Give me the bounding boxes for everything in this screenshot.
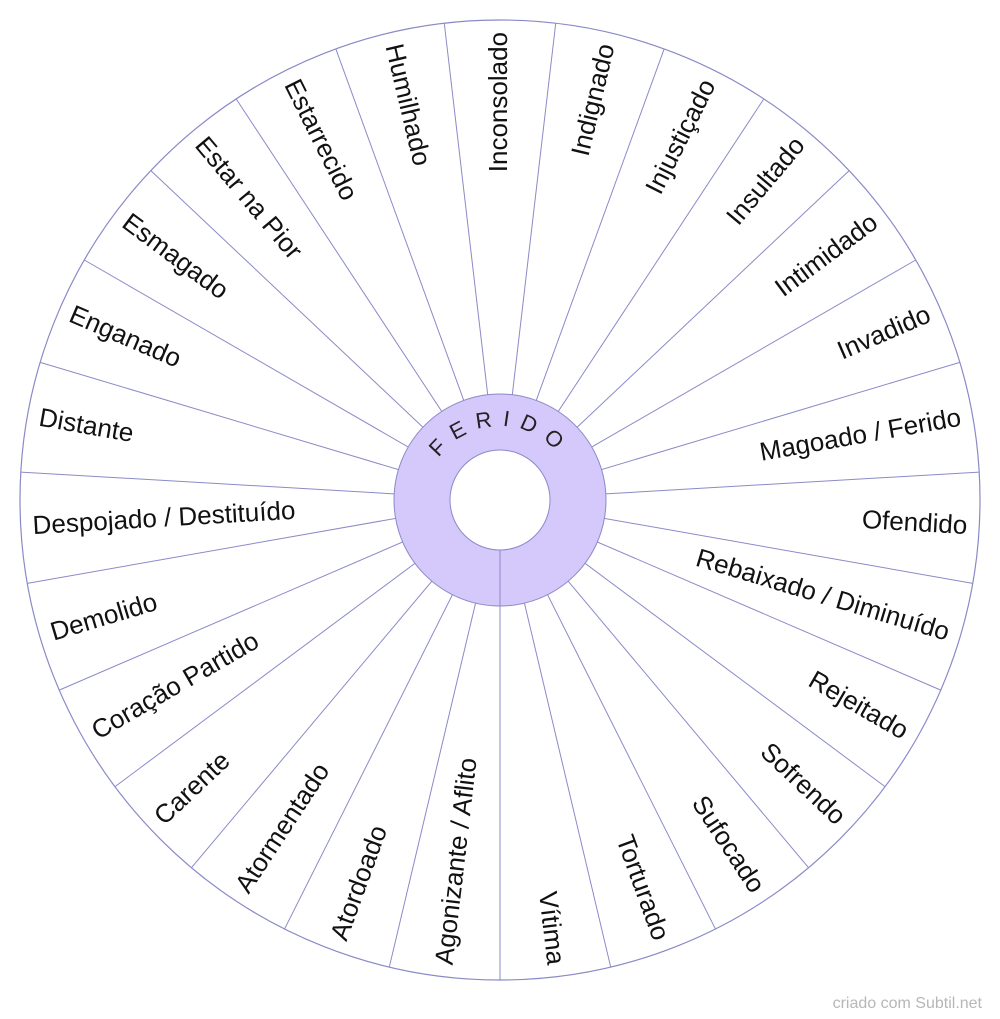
slice-label: Ofendido <box>861 504 968 540</box>
wheel-hub-hole <box>449 449 551 551</box>
credit-text[interactable]: criado com Subtil.net <box>832 995 982 1012</box>
slice-label: Inconsolado <box>483 32 513 172</box>
